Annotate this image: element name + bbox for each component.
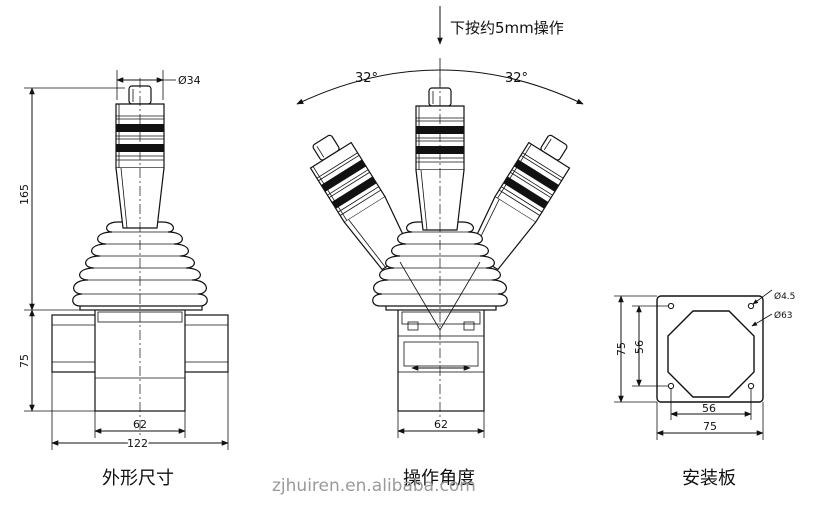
press-note: 下按约5mm操作 bbox=[450, 19, 564, 37]
total-width-label: 122 bbox=[127, 437, 148, 450]
switch-body bbox=[94, 307, 186, 412]
panel-cutout bbox=[667, 310, 755, 398]
mount-hole bbox=[667, 302, 675, 310]
outline-view: Ø34 165 75 62 122 外形尺寸 bbox=[18, 70, 229, 489]
mount-hole bbox=[747, 302, 755, 310]
grip-diameter-label: Ø34 bbox=[178, 74, 201, 87]
mount-hole bbox=[667, 382, 675, 390]
plate-width-label: 75 bbox=[703, 420, 717, 433]
plate-inner-width-label: 56 bbox=[702, 402, 716, 415]
height-dimension-label: 165 bbox=[18, 184, 31, 205]
mounting-plate-view: Ø4.5 Ø63 75 56 56 75 安装板 bbox=[614, 289, 795, 489]
hole-diameter-label: Ø4.5 bbox=[774, 291, 795, 302]
mount-hole bbox=[747, 382, 755, 390]
watermark: zjhuiren.en.alibaba.com bbox=[272, 476, 476, 496]
plate-height-label: 75 bbox=[615, 342, 628, 356]
body-width-label: 62 bbox=[133, 418, 147, 431]
plate-inner-height-label: 56 bbox=[633, 340, 646, 354]
caption-dimensions: 外形尺寸 bbox=[102, 468, 174, 489]
angle-left-label: 32° bbox=[355, 71, 378, 86]
mount-plate bbox=[656, 295, 764, 403]
mid-width-label: 62 bbox=[434, 418, 448, 431]
base-height-label: 75 bbox=[18, 354, 31, 368]
angle-right-label: 32° bbox=[505, 71, 528, 86]
operating-angle-view: 下按约5mm操作 32° 32° 62 操作角度 bbox=[296, 6, 584, 489]
circle-diameter-label: Ø63 bbox=[774, 310, 793, 321]
caption-plate: 安装板 bbox=[682, 468, 736, 489]
caption-angle: 操作角度 bbox=[403, 468, 475, 489]
